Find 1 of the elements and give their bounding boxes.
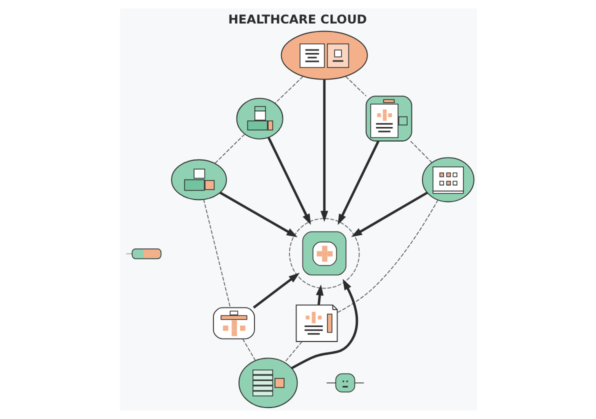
diagram-title: HEALTHCARE CLOUD: [228, 12, 366, 26]
